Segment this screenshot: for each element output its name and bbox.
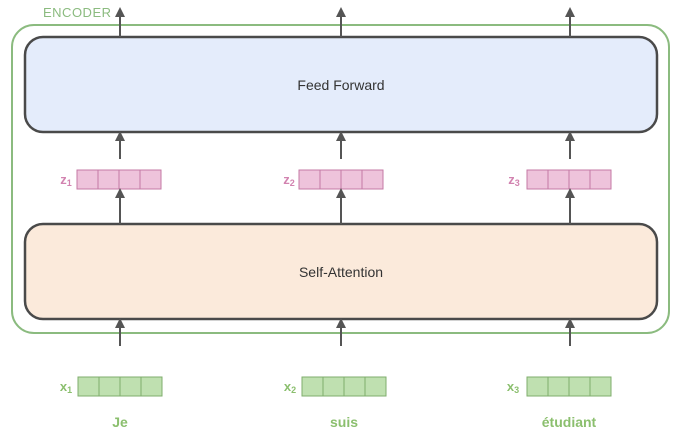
- z-vector-3: [526, 169, 612, 190]
- z3-label: z3: [508, 172, 520, 188]
- x-vector-2: [301, 376, 387, 397]
- x-vector-1: [77, 376, 163, 397]
- input-word-2: suis: [329, 414, 359, 430]
- feed-forward-label: Feed Forward: [297, 77, 385, 93]
- z-vector-2: [298, 169, 384, 190]
- x-vector-3: [526, 376, 612, 397]
- z1-label: z1: [60, 172, 72, 188]
- z-vector-1: [76, 169, 162, 190]
- input-word-1: Je: [112, 414, 128, 430]
- z2-label: z2: [283, 172, 295, 188]
- input-word-3: étudiant: [541, 414, 597, 430]
- x3-label: x3: [506, 379, 520, 395]
- x2-label: x2: [283, 379, 297, 395]
- self-attention-label: Self-Attention: [298, 264, 384, 280]
- encoder-label: ENCODER: [40, 5, 115, 20]
- x1-label: x1: [59, 379, 73, 395]
